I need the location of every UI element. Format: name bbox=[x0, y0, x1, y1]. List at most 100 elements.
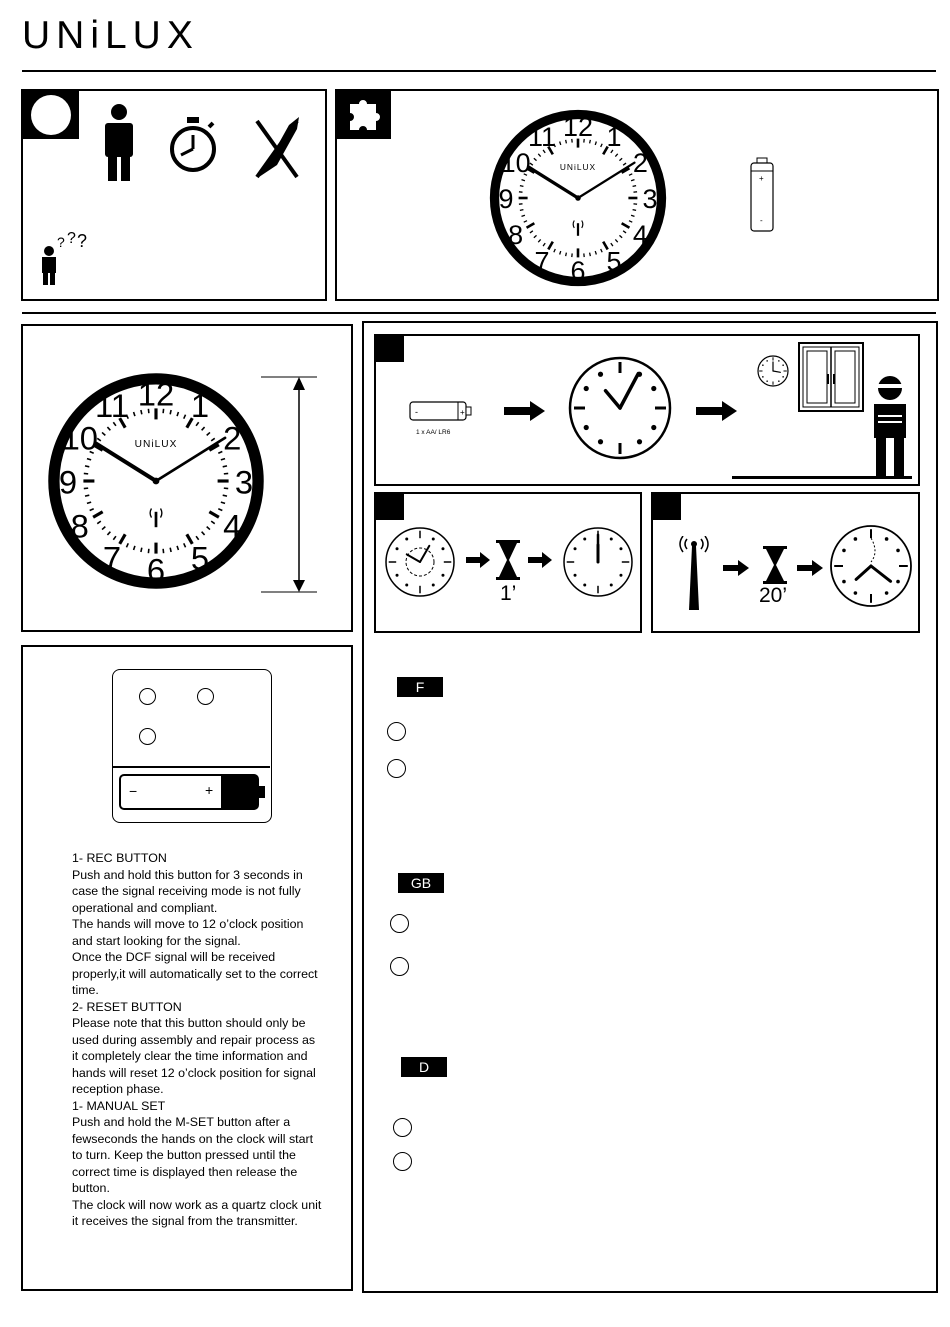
wait-one-minute: 1’ bbox=[500, 582, 517, 605]
clock-tick bbox=[622, 162, 627, 166]
clock-tick bbox=[222, 465, 228, 468]
reset-button[interactable] bbox=[197, 688, 214, 705]
instruction-text: The clock will now work as a quartz cloc… bbox=[72, 1197, 322, 1229]
clock-tick bbox=[614, 239, 619, 243]
clock-tick bbox=[632, 208, 637, 211]
arrow-right-icon bbox=[528, 552, 552, 568]
clock-tick bbox=[542, 149, 546, 154]
clock-tick bbox=[222, 494, 228, 497]
clock-tick bbox=[140, 547, 143, 553]
dial-hand bbox=[405, 553, 421, 563]
clock-synced-illustration bbox=[830, 525, 912, 607]
m-set-button[interactable] bbox=[139, 728, 156, 745]
dial-dot bbox=[395, 547, 399, 551]
clock-tick bbox=[169, 409, 172, 415]
clock-tick bbox=[519, 185, 524, 188]
clock-hand bbox=[576, 161, 636, 200]
clock-tick bbox=[118, 417, 127, 429]
clock-tick bbox=[176, 545, 180, 551]
dial-dot bbox=[609, 583, 613, 587]
antenna-icon bbox=[149, 508, 163, 528]
step-marker bbox=[653, 494, 681, 520]
dial-dot bbox=[651, 424, 657, 431]
clock-tick bbox=[547, 145, 554, 156]
battery-slot-nub bbox=[257, 786, 265, 798]
dial-dot bbox=[441, 547, 445, 551]
dial-dot bbox=[884, 591, 889, 595]
clock-tick bbox=[620, 167, 631, 174]
clock-tick bbox=[140, 409, 143, 415]
clock-tick bbox=[210, 520, 216, 525]
arrow-right-icon bbox=[723, 560, 749, 576]
bullet-circle bbox=[387, 722, 406, 741]
clock-tick bbox=[610, 242, 614, 247]
step-install-panel: - + 1 x AA/ LR6 bbox=[374, 334, 920, 486]
clock-tick bbox=[84, 465, 90, 468]
dial-dot bbox=[431, 537, 435, 541]
clock-numeral: 12 bbox=[138, 375, 174, 412]
clock-tick bbox=[553, 248, 556, 253]
panel-marker bbox=[23, 91, 79, 139]
dial-dot bbox=[583, 583, 587, 587]
step-reset-panel: 1’ bbox=[374, 492, 642, 633]
clock-tick bbox=[101, 526, 106, 531]
clock-tick bbox=[92, 510, 104, 519]
clock-numeral: 7 bbox=[535, 247, 550, 277]
clock-tick bbox=[628, 220, 633, 223]
clock-tick bbox=[112, 421, 117, 427]
instruction-heading: 1- REC BUTTON bbox=[72, 851, 167, 865]
clock-tick bbox=[86, 457, 92, 461]
brand-logo: UNiLUX bbox=[22, 14, 199, 57]
rec-button[interactable] bbox=[139, 688, 156, 705]
clock-tick bbox=[521, 179, 526, 182]
dial-hand bbox=[869, 564, 893, 583]
dial-dot bbox=[766, 380, 768, 382]
clock-tick bbox=[565, 252, 568, 257]
clock-tick bbox=[206, 431, 211, 436]
battery-slot-minus: − bbox=[129, 783, 138, 799]
arrow-right-icon bbox=[797, 560, 823, 576]
dial-dot bbox=[766, 360, 768, 362]
confused-person-icon: ? ? ? bbox=[42, 231, 87, 285]
dial-dot bbox=[842, 548, 846, 553]
clock-tick bbox=[610, 149, 614, 154]
clock-hand bbox=[527, 165, 580, 200]
dial-dot bbox=[619, 547, 623, 551]
clock-numeral: 8 bbox=[508, 220, 523, 250]
battery-slot-plus: + bbox=[205, 782, 214, 798]
clock-numeral: 11 bbox=[95, 387, 129, 424]
arrow-right-icon bbox=[696, 401, 737, 421]
dial-dot bbox=[597, 371, 604, 377]
clock-tick bbox=[588, 252, 591, 257]
requirements-panel: ? ? ? bbox=[21, 89, 327, 301]
diameter-dimension-line bbox=[261, 376, 317, 593]
clock-tick bbox=[614, 153, 619, 157]
compartment-divider bbox=[113, 766, 270, 768]
clock-brand: UNiLUX bbox=[560, 162, 596, 172]
floor-line bbox=[732, 476, 912, 479]
battery-plus: + bbox=[759, 174, 764, 183]
clock-tick bbox=[92, 443, 104, 452]
language-label-d: D bbox=[401, 1057, 447, 1077]
dial-dot bbox=[762, 376, 764, 378]
button-instructions: 1- REC BUTTON Push and hold this button … bbox=[72, 850, 322, 1230]
clock-tick bbox=[206, 526, 211, 531]
clock-numeral: 5 bbox=[607, 247, 622, 277]
clock-tick bbox=[208, 510, 220, 519]
clock-tick bbox=[183, 414, 187, 420]
clock-numeral: 3 bbox=[643, 184, 658, 214]
clock-numeral: 6 bbox=[571, 256, 586, 286]
clock-tick bbox=[176, 411, 180, 417]
clock-tick bbox=[106, 531, 111, 536]
clock-tick bbox=[519, 208, 524, 211]
worker-icon bbox=[874, 376, 906, 478]
clock-tick bbox=[125, 414, 129, 420]
dial-dot bbox=[619, 573, 623, 577]
clock-tick bbox=[521, 214, 526, 217]
clock-tick bbox=[118, 533, 127, 545]
clock-numeral: 9 bbox=[59, 463, 77, 500]
clock-tick bbox=[619, 234, 623, 239]
dial-dot bbox=[609, 537, 613, 541]
clock-tick bbox=[89, 508, 95, 512]
clock-numeral: 2 bbox=[633, 148, 648, 178]
